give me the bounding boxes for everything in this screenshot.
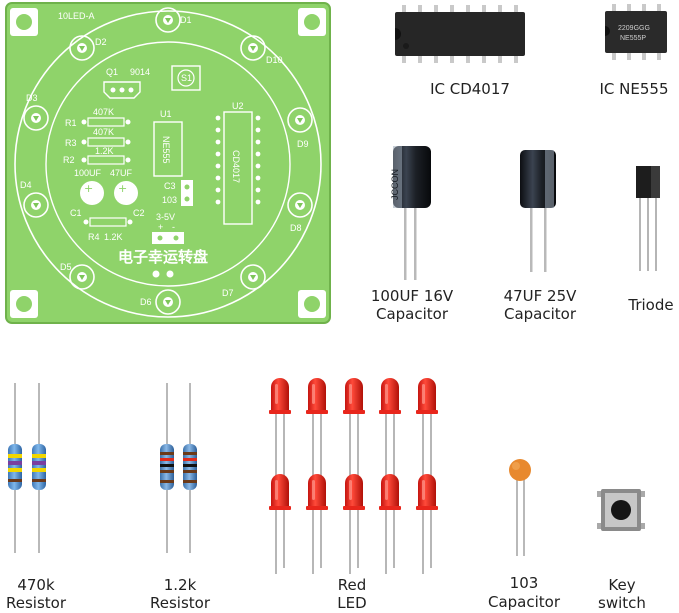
c3-label: C3: [164, 181, 176, 191]
capacitor-47uf-photo: [520, 150, 556, 272]
q1-part: 9014: [130, 67, 150, 77]
led-label: D7: [222, 288, 234, 298]
r3-label: R3: [65, 138, 77, 148]
ic-ne555-photo: 2209GGG NE555P: [605, 4, 667, 60]
led-label: D8: [290, 223, 302, 233]
label-cap100-line1: 100UF 16V: [370, 287, 454, 305]
red-led: [416, 378, 438, 490]
label-triode: Triode: [628, 296, 674, 314]
red-led: [269, 474, 291, 574]
power-label: 3-5V: [156, 212, 175, 222]
label-led-line2: LED: [337, 594, 367, 612]
c2-label: C2: [133, 208, 145, 218]
s1-label: S1: [181, 73, 192, 83]
mounting-holes: [10, 8, 326, 318]
power-minus: -: [172, 222, 175, 232]
label-cd4017: IC CD4017: [430, 80, 510, 98]
r3-value: 407K: [93, 127, 114, 137]
resistor-470k-photo: [8, 383, 46, 553]
resistor-1k2-photo: [160, 383, 197, 553]
red-led: [306, 378, 328, 490]
capacitor-100uf-photo: JCCON: [390, 146, 431, 280]
led-label: D1: [180, 15, 192, 25]
r2-label: R2: [63, 155, 75, 165]
power-plus: +: [158, 222, 163, 232]
u1-part: NE555: [161, 136, 171, 164]
c2-value: 47UF: [110, 168, 133, 178]
label-key-line1: Key: [608, 576, 636, 594]
r1-label: R1: [65, 118, 77, 128]
ne555-marking-2: NE555P: [620, 35, 646, 42]
led-label: D2: [95, 37, 107, 47]
label-ne555: IC NE555: [599, 80, 669, 98]
ic-cd4017-photo: [395, 5, 525, 63]
triode-photo: [636, 166, 660, 271]
ne555-marking-1: 2209GGG: [618, 25, 650, 32]
key-switch-photo: [597, 489, 645, 531]
c1-label: C1: [70, 208, 82, 218]
led-label: D6: [140, 297, 152, 307]
label-key-line2: switch: [598, 594, 646, 612]
c3-value: 103: [162, 195, 177, 205]
led-label: D4: [20, 180, 32, 190]
label-led-line1: Red: [337, 576, 367, 594]
c1-value: 100UF: [74, 168, 102, 178]
label-r470-line1: 470k: [17, 576, 55, 594]
red-led: [306, 474, 328, 574]
label-c103-line2: Capacitor: [487, 593, 561, 611]
svg-text:+: +: [84, 182, 93, 195]
red-led: [269, 378, 291, 490]
pcb-title: 电子幸运转盘: [118, 248, 208, 266]
pcb-board: D1 D2 D3 D4 D5 D6 D7 D8 D9 D10 10LED-A Q…: [5, 2, 331, 324]
q1-label: Q1: [106, 67, 118, 77]
u1-label: U1: [160, 109, 172, 119]
label-cap47-line1: 47UF 25V: [503, 287, 577, 305]
ceramic-103-photo: [509, 459, 531, 556]
u2-label: U2: [232, 101, 244, 111]
label-r470-line2: Resistor: [6, 594, 66, 612]
red-led: [343, 474, 365, 574]
led-label: D5: [60, 262, 72, 272]
red-led-photos: [269, 378, 438, 574]
r4-label: R4: [88, 232, 100, 242]
label-cap100-line2: Capacitor: [375, 305, 449, 323]
led-label: D10: [266, 55, 283, 65]
led-label: D3: [26, 93, 38, 103]
cap-brand: JCCON: [390, 169, 400, 200]
red-led: [379, 378, 401, 490]
outer-ring: [14, 10, 322, 318]
u2-part: CD4017: [231, 150, 241, 183]
label-r12-line2: Resistor: [150, 594, 210, 612]
label-c103-line1: 103: [509, 574, 539, 592]
r2-value: 1.2K: [95, 146, 114, 156]
led-label: D9: [297, 139, 309, 149]
r4-value: 1.2K: [104, 232, 123, 242]
red-led: [343, 378, 365, 490]
label-cap47-line2: Capacitor: [503, 305, 577, 323]
pcb-model: 10LED-A: [58, 11, 95, 21]
svg-text:+: +: [118, 182, 127, 195]
r1-value: 407K: [93, 107, 114, 117]
red-led: [416, 474, 438, 574]
red-led: [379, 474, 401, 574]
label-r12-line1: 1.2k: [163, 576, 197, 594]
inner-ring: [45, 41, 291, 287]
